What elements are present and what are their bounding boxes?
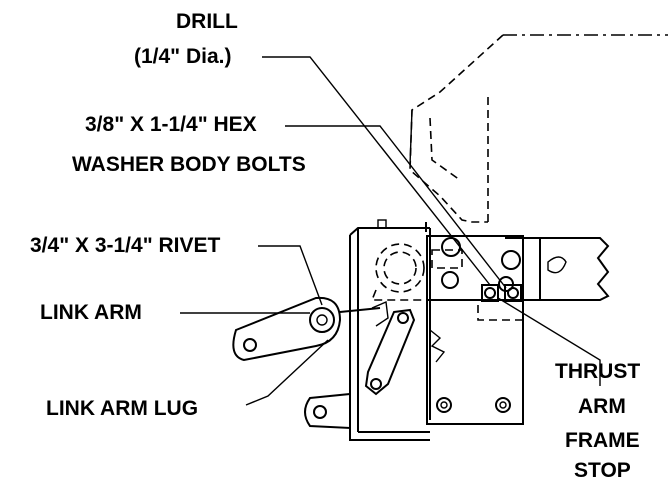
bolts-label: 3/8" X 1-1/4" HEX	[85, 114, 257, 135]
rivet-label: 3/4" X 3-1/4" RIVET	[30, 234, 221, 257]
link-arm-lug-label: LINK ARM LUG	[46, 397, 199, 420]
drill-label-line1: DRILL	[176, 10, 238, 33]
lower-plate	[426, 235, 524, 425]
bolts-label-2: WASHER BODY BOLTS	[72, 154, 306, 175]
leader-lines	[180, 56, 601, 406]
body-phantom-outline	[409, 34, 668, 223]
drill-label: DRILL	[176, 11, 238, 32]
link-arm-label: LINK ARM	[40, 301, 142, 324]
link-arm	[232, 296, 381, 362]
plate-bolts	[436, 237, 521, 413]
drill-diameter-label: (1/4" Dia.)	[134, 46, 231, 67]
drill-holes	[481, 284, 522, 302]
thrust-label-line3: FRAME	[565, 429, 640, 452]
link-arm-lug	[304, 392, 351, 430]
bracket-plate	[349, 219, 431, 441]
bolts-label-line2: WASHER BODY BOLTS	[72, 153, 306, 176]
drill-label-line2: (1/4" Dia.)	[134, 45, 232, 68]
cylinder-hidden	[370, 243, 428, 301]
thrust-label-line4: STOP	[574, 459, 631, 482]
thrust-label-line1: THRUST	[555, 360, 641, 383]
thrust-label-line2: ARM	[578, 395, 626, 418]
bolts-label-line1: 3/8" X 1-1/4" HEX	[85, 113, 257, 136]
frame-rail	[505, 237, 610, 301]
bell-crank	[364, 300, 446, 396]
